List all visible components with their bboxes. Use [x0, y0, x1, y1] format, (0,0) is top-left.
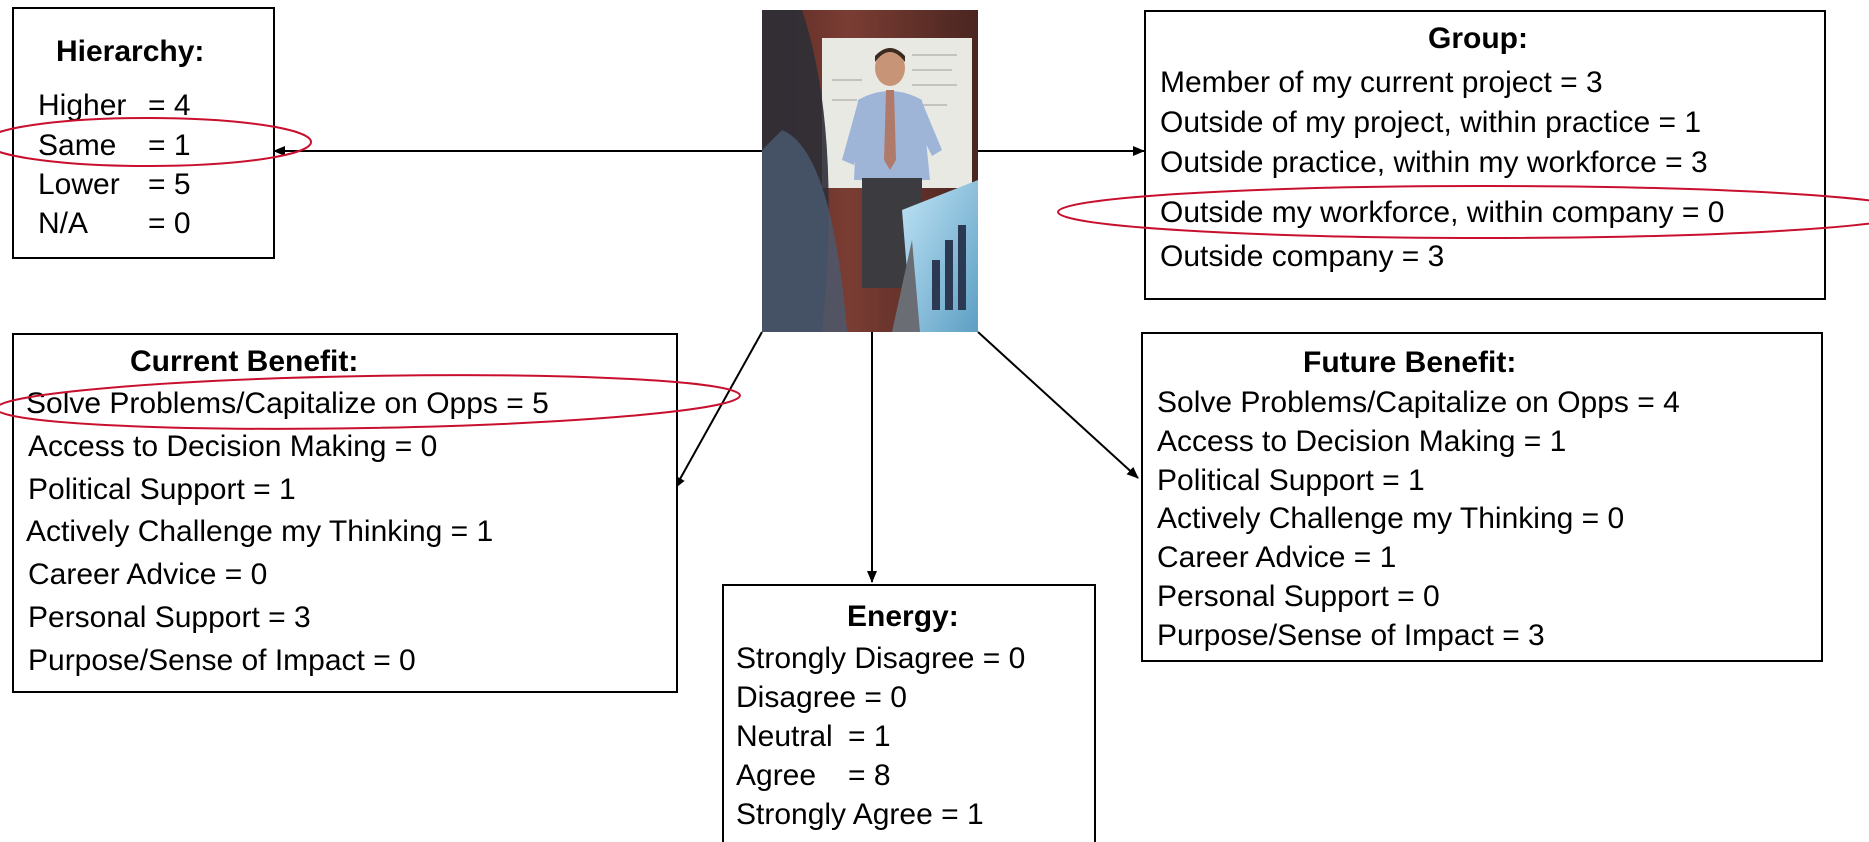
group-box: Group: Member of my current project = 3 …	[1144, 10, 1826, 300]
arrow-to-future-benefit	[977, 331, 1139, 479]
energy-box: Energy: Strongly Disagree = 0 Disagree =…	[722, 584, 1096, 842]
highlight-current-benefit-solve	[0, 374, 741, 430]
future-benefit-title: Future Benefit:	[1303, 346, 1517, 379]
group-row-3: Outside practice, within my workforce = …	[1160, 146, 1708, 179]
hierarchy-row-same: Same= 1	[38, 129, 191, 162]
energy-row-neutral: Neutral= 1	[736, 720, 891, 753]
current-benefit-title: Current Benefit:	[130, 345, 359, 378]
group-row-1: Member of my current project = 3	[1160, 66, 1603, 99]
arrow-to-current-benefit	[674, 331, 763, 489]
future-benefit-row-1: Solve Problems/Capitalize on Opps = 4	[1157, 386, 1680, 419]
current-benefit-row-2: Access to Decision Making = 0	[28, 430, 438, 463]
energy-row-agree: Agree= 8	[736, 759, 891, 792]
future-benefit-row-2: Access to Decision Making = 1	[1157, 425, 1567, 458]
energy-title: Energy:	[847, 600, 959, 633]
current-benefit-box: Current Benefit: Solve Problems/Capitali…	[12, 333, 678, 693]
future-benefit-row-5: Career Advice = 1	[1157, 541, 1397, 574]
current-benefit-row-4: Actively Challenge my Thinking = 1	[26, 515, 494, 548]
group-row-2: Outside of my project, within practice =…	[1160, 106, 1702, 139]
hierarchy-box: Hierarchy: Higher= 4 Same= 1 Lower= 5 N/…	[12, 7, 275, 259]
current-benefit-row-3: Political Support = 1	[28, 473, 296, 506]
energy-row-disagree: Disagree = 0	[736, 681, 907, 714]
group-row-4: Outside my workforce, within company = 0	[1160, 196, 1725, 229]
group-row-5: Outside company = 3	[1160, 240, 1445, 273]
highlight-group-outside-workforce	[1057, 185, 1869, 239]
group-title: Group:	[1428, 22, 1528, 55]
current-benefit-row-7: Purpose/Sense of Impact = 0	[28, 644, 416, 677]
energy-row-strongly-disagree: Strongly Disagree = 0	[736, 642, 1026, 675]
current-benefit-row-6: Personal Support = 3	[28, 601, 311, 634]
presenter-photo	[762, 10, 978, 332]
future-benefit-row-7: Purpose/Sense of Impact = 3	[1157, 619, 1545, 652]
hierarchy-title: Hierarchy:	[56, 35, 205, 68]
future-benefit-row-4: Actively Challenge my Thinking = 0	[1157, 502, 1625, 535]
future-benefit-row-3: Political Support = 1	[1157, 464, 1425, 497]
future-benefit-row-6: Personal Support = 0	[1157, 580, 1440, 613]
hierarchy-row-lower: Lower= 5	[38, 168, 191, 201]
hierarchy-row-higher: Higher= 4	[38, 89, 191, 122]
current-benefit-row-1: Solve Problems/Capitalize on Opps = 5	[26, 387, 549, 420]
highlight-hierarchy-same	[0, 117, 312, 167]
current-benefit-row-5: Career Advice = 0	[28, 558, 268, 591]
hierarchy-row-na: N/A= 0	[38, 207, 191, 240]
energy-row-strongly-agree: Strongly Agree = 1	[736, 798, 984, 831]
future-benefit-box: Future Benefit: Solve Problems/Capitaliz…	[1141, 332, 1823, 662]
